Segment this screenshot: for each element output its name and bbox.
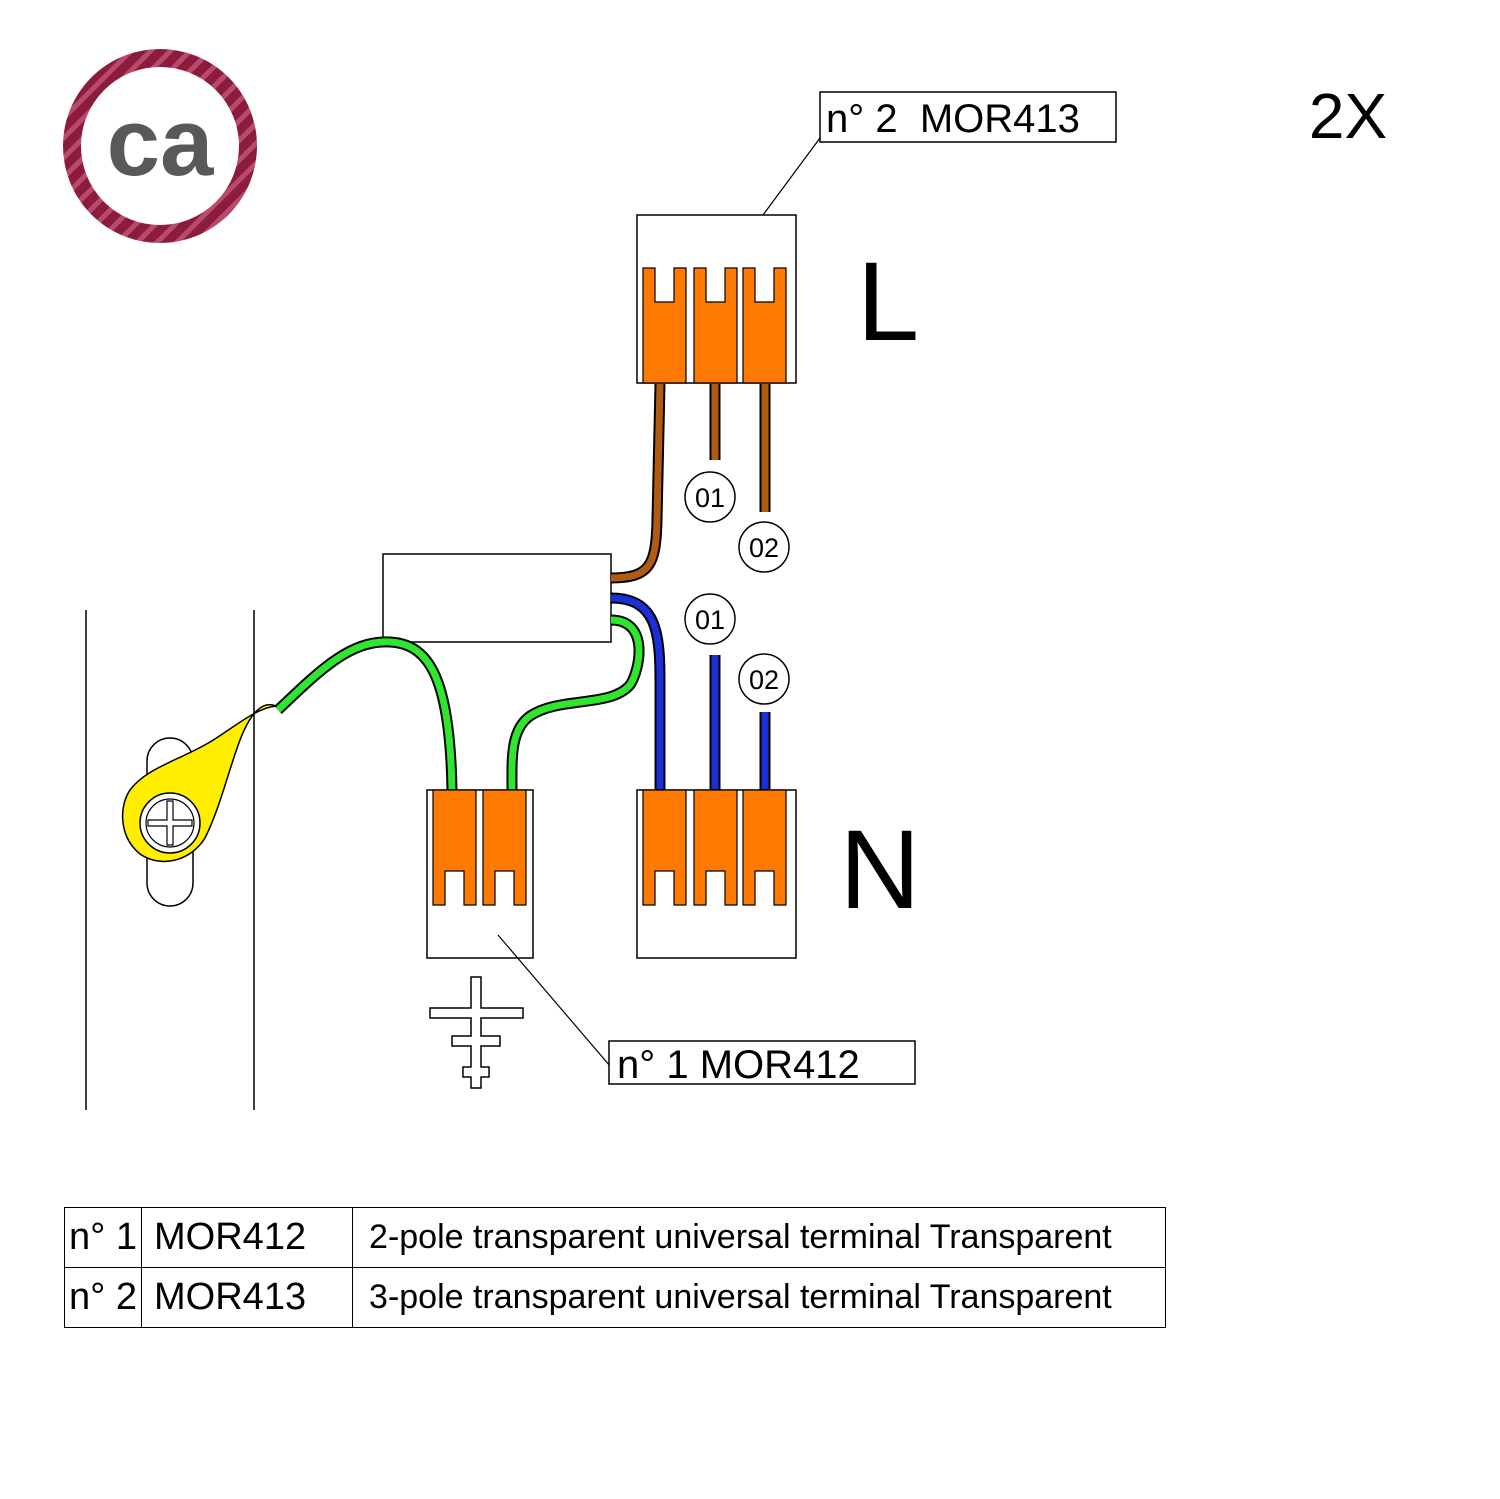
parts-description: 3-pole transparent universal terminal Tr…	[352, 1267, 1167, 1328]
wire-tag-neutral-2: 02	[738, 653, 790, 705]
terminal-n-3pole	[636, 789, 797, 959]
callout-bottom-text: n° 1 MOR412	[617, 1043, 860, 1087]
parts-description: 2-pole transparent universal terminal Tr…	[352, 1207, 1167, 1268]
pole-label-n: N	[840, 807, 921, 932]
cable-junction-box	[382, 553, 612, 643]
wire-tag-neutral-1-text: 01	[695, 605, 725, 635]
earth-wires	[274, 614, 645, 791]
wire-tag-neutral-1: 01	[684, 593, 736, 645]
phase-wires	[610, 383, 771, 584]
brand-logo: ca	[63, 49, 257, 243]
wire-tag-line-1: 01	[684, 471, 736, 523]
earth-eyelet	[121, 703, 277, 907]
brand-logo-text: ca	[107, 89, 214, 196]
earth-symbol-icon	[429, 976, 524, 1089]
parts-code: MOR412	[141, 1207, 354, 1268]
table-row: n° 2 MOR413 3-pole transparent universal…	[63, 1267, 1167, 1328]
parts-code: MOR413	[141, 1267, 354, 1328]
parts-qty: n° 1	[63, 1207, 143, 1268]
wire-tag-line-2: 02	[738, 521, 790, 573]
pole-label-l: L	[857, 239, 919, 364]
wire-tag-line-2-text: 02	[749, 533, 779, 563]
wire-tag-line-1-text: 01	[695, 483, 725, 513]
quantity-label: 2X	[1309, 80, 1387, 152]
callout-top-text: n° 2 MOR413	[826, 97, 1080, 141]
parts-table: n° 1 MOR412 2-pole transparent universal…	[63, 1207, 1167, 1328]
callout-top: n° 2 MOR413	[762, 91, 1117, 216]
terminal-earth-2pole	[426, 789, 534, 959]
parts-qty: n° 2	[63, 1267, 143, 1328]
wire-tag-neutral-2-text: 02	[749, 665, 779, 695]
neutral-wires	[610, 592, 771, 790]
table-row: n° 1 MOR412 2-pole transparent universal…	[63, 1207, 1167, 1268]
terminal-l-3pole	[636, 214, 797, 384]
callout-bottom: n° 1 MOR412	[497, 934, 916, 1087]
